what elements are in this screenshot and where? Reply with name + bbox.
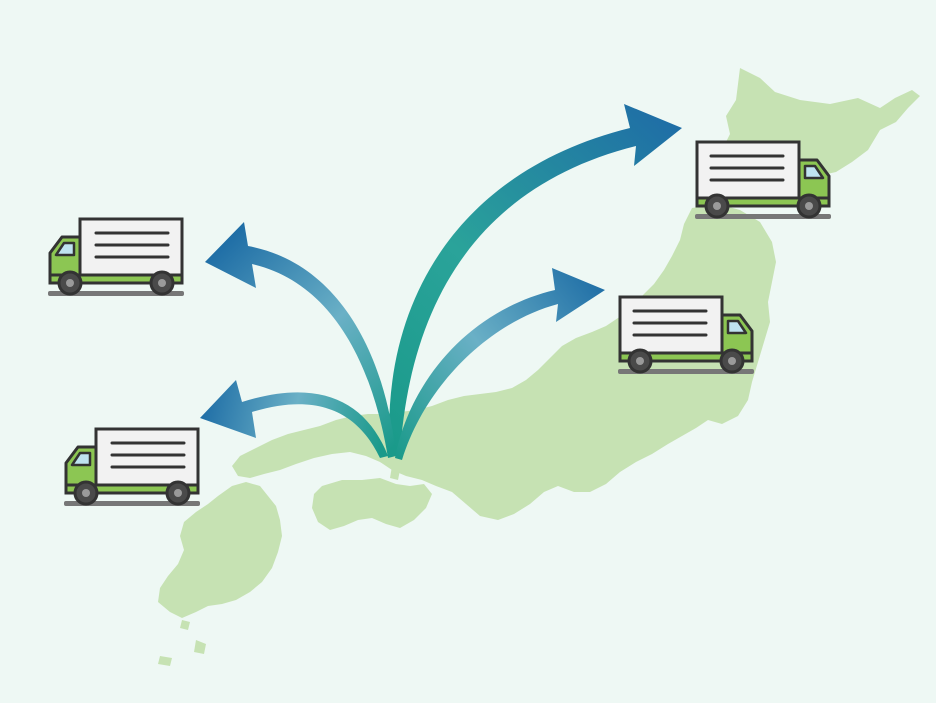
shikoku-island — [312, 478, 432, 530]
truck-shadow — [695, 214, 831, 219]
delivery-arrows — [200, 104, 682, 460]
truck-hubcap — [158, 279, 166, 287]
truck-chassis — [695, 196, 831, 208]
truck-window — [54, 241, 76, 257]
truck-cargo-box — [94, 427, 200, 489]
southern-island-1 — [194, 640, 206, 654]
sado-island — [588, 342, 606, 360]
truck-hubcap — [805, 202, 813, 210]
truck-hubcap — [82, 489, 90, 497]
arrow-to-west-lower — [200, 380, 388, 458]
truck-west-upper-icon — [48, 217, 184, 296]
truck-west-lower-icon — [64, 427, 200, 506]
truck-cargo-box — [695, 140, 801, 202]
truck-hubcap — [636, 357, 644, 365]
truck-shadow — [618, 369, 754, 374]
truck-northeast-icon — [695, 140, 831, 219]
truck-hubcap — [174, 489, 182, 497]
truck-window — [726, 319, 748, 335]
truck-shadow — [48, 291, 184, 296]
truck-window — [70, 451, 92, 467]
southern-island-2 — [158, 656, 172, 666]
truck-hubcap — [713, 202, 721, 210]
awaji-island — [390, 466, 400, 480]
trucks — [48, 140, 831, 506]
truck-chassis — [64, 483, 200, 495]
kyushu-island — [158, 482, 282, 618]
truck-hubcap — [66, 279, 74, 287]
truck-cargo-box — [618, 295, 724, 357]
truck-chassis — [618, 351, 754, 363]
southern-island-3 — [180, 620, 190, 630]
truck-window — [803, 164, 825, 180]
truck-cargo-box — [78, 217, 184, 279]
truck-shadow — [64, 501, 200, 506]
arrow-to-east — [395, 268, 605, 460]
arrow-to-northeast — [389, 104, 682, 455]
truck-east-icon — [618, 295, 754, 374]
truck-chassis — [48, 273, 184, 285]
arrow-to-west-upper — [205, 222, 396, 458]
truck-hubcap — [728, 357, 736, 365]
honshu-island — [232, 204, 776, 520]
